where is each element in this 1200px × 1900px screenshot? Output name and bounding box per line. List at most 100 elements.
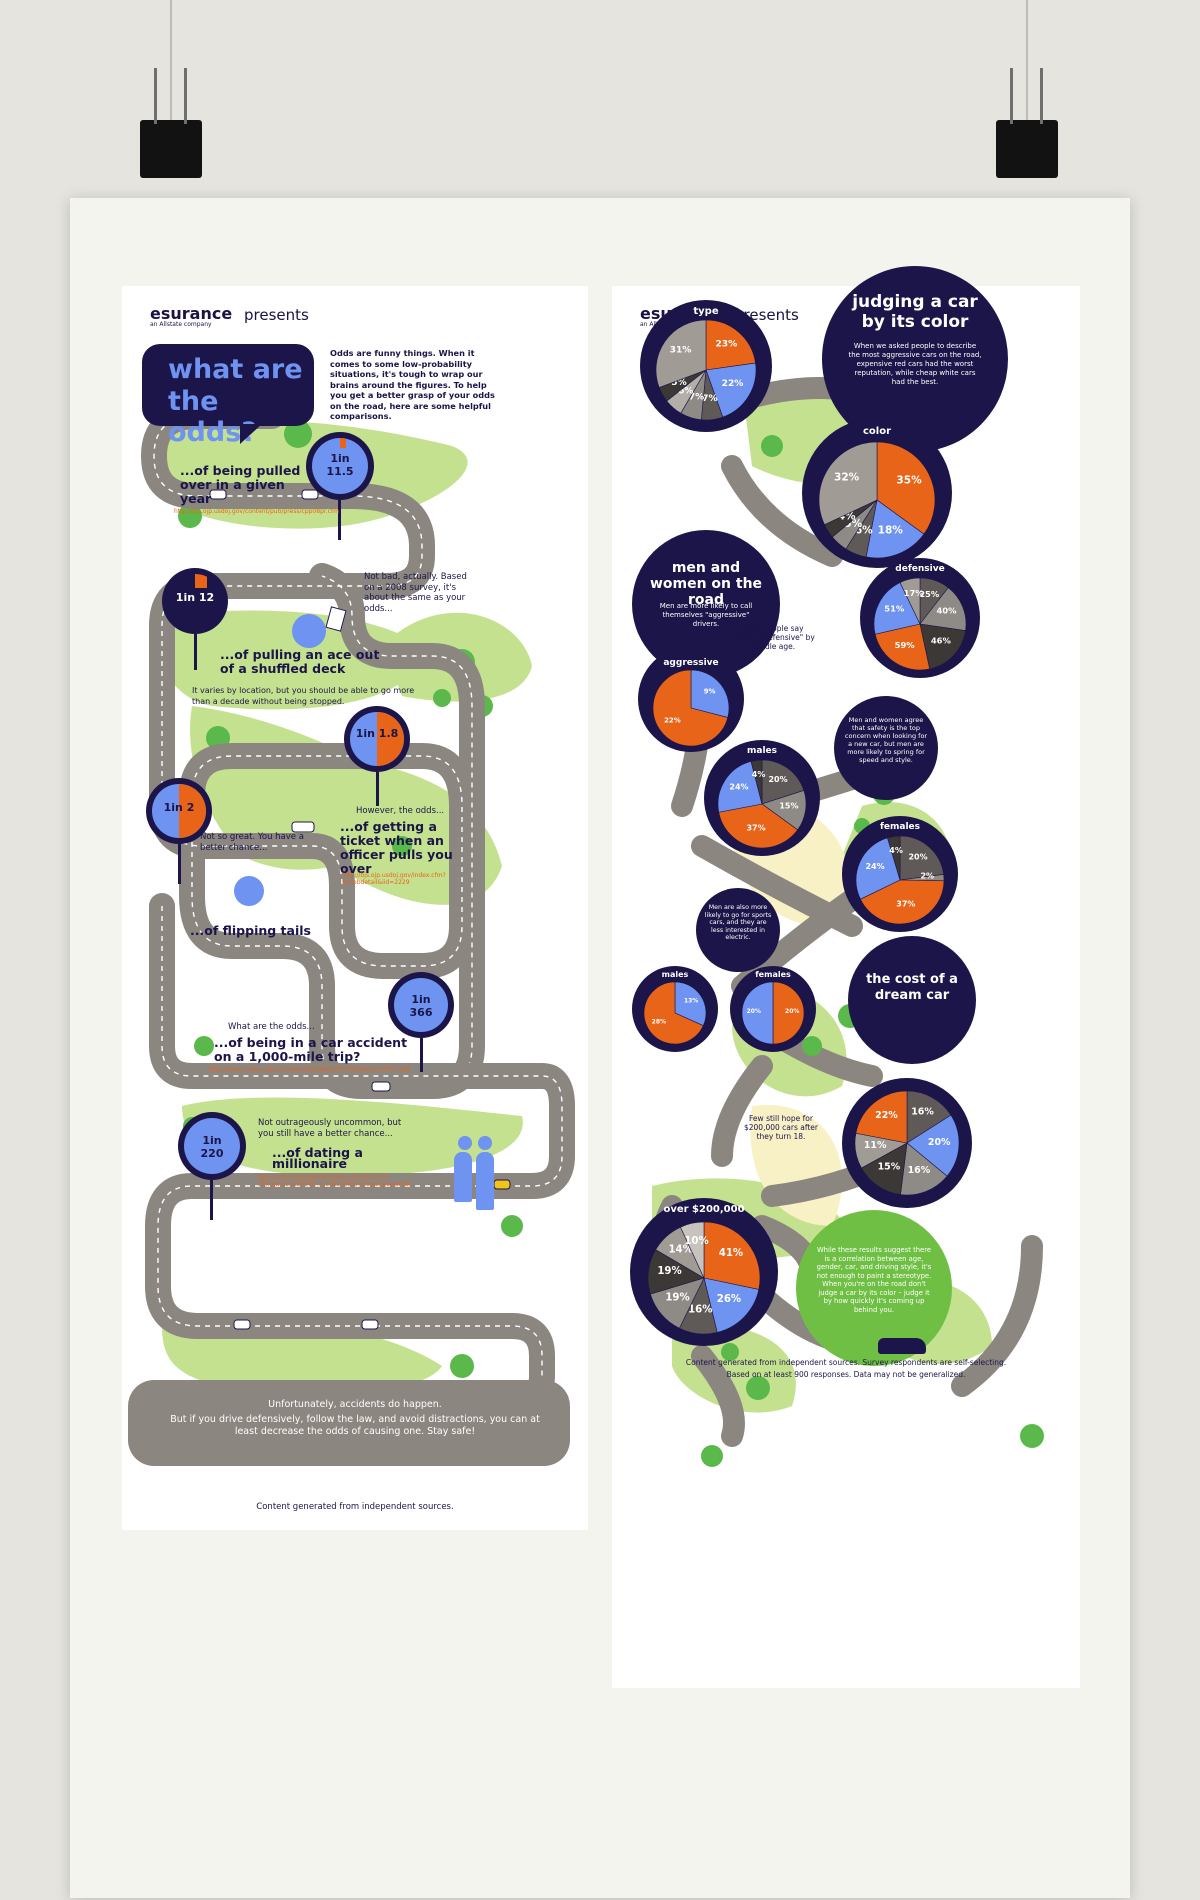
pie-slice-economic bbox=[718, 761, 763, 813]
odds-pin-6-stem bbox=[210, 1180, 213, 1220]
odds-pin-4-label: 1in 2 bbox=[163, 801, 195, 814]
odds-pin-1-stem bbox=[338, 500, 341, 540]
odds-5-source: http://www.census.gov/compendia/statab/2… bbox=[208, 1066, 410, 1073]
pie-value-label: 4% bbox=[752, 770, 766, 779]
pie-slice-sports-car bbox=[644, 982, 704, 1044]
pie-value-label: 32% bbox=[834, 472, 860, 484]
males-pie-chart: 20%15%37%24%4% bbox=[718, 760, 806, 848]
lower-road bbox=[145, 893, 575, 1409]
odds-pin-3-label: 1in 1.8 bbox=[355, 727, 399, 740]
odds-2-title: ...of pulling an ace out of a shuffled d… bbox=[220, 647, 380, 676]
pie-value-label: 5% bbox=[671, 378, 686, 388]
left-binder-clip bbox=[140, 68, 202, 178]
pie-value-label: 51% bbox=[884, 604, 905, 614]
pie-value-label: 2% bbox=[920, 872, 934, 881]
sports-note-bubble bbox=[696, 888, 780, 972]
couple-icon bbox=[454, 1136, 496, 1216]
pie-slice-none bbox=[819, 442, 878, 526]
pie-slice-expensive bbox=[705, 320, 756, 371]
odds-4-note: Not so great. You have a better chance..… bbox=[200, 832, 304, 853]
pie-value-label: 4% bbox=[889, 846, 903, 855]
pie-value-label: 19% bbox=[665, 1292, 689, 1303]
pie-value-label: 16% bbox=[911, 1107, 934, 1118]
odds-1-source: http://bjs.ojp.usdoj.gov/content/pub/pre… bbox=[174, 508, 339, 515]
odds-6-source: http://articles.businessinsider.com/2012… bbox=[258, 1174, 412, 1188]
pie-slice-under-20k bbox=[906, 1091, 952, 1144]
pie-value-label: 46% bbox=[931, 635, 952, 645]
type-chart-title: type bbox=[693, 306, 719, 317]
judging-color-text: When we asked people to describe the mos… bbox=[848, 342, 982, 386]
pie-value-label: 41% bbox=[719, 1248, 743, 1259]
pie-value-label: 4% bbox=[838, 510, 856, 522]
bubble-tail bbox=[240, 424, 262, 444]
defensive-pie-chart: 25%40%46%59%51%17% bbox=[874, 578, 966, 670]
type-pie-chart: 23%22%7%7%6%5%31% bbox=[656, 320, 756, 420]
footer-road-block bbox=[128, 1380, 570, 1466]
odds-2-note: Not bad, actually. Based on a 2008 surve… bbox=[364, 572, 467, 614]
pie-value-label: 10% bbox=[684, 1236, 708, 1247]
odds-pin-3-stem bbox=[376, 772, 379, 806]
pie-value-label: 24% bbox=[729, 782, 748, 791]
pie-value-label: 25% bbox=[919, 589, 940, 599]
pie-value-label: 59% bbox=[895, 640, 916, 650]
aggressive-chart-title: aggressive bbox=[663, 658, 719, 668]
pie-slice-stylish bbox=[899, 836, 944, 881]
odds-2-caption: It varies by location, but you should be… bbox=[192, 686, 415, 706]
odds-pin-5-label: 1in 366 bbox=[409, 993, 433, 1019]
pie-value-label: 35% bbox=[896, 475, 922, 487]
pie-value-label: 14% bbox=[668, 1244, 692, 1255]
pie-value-label: 20% bbox=[768, 775, 787, 784]
pie-slice--200k- bbox=[855, 1091, 908, 1144]
pie-value-label: 17% bbox=[904, 588, 925, 598]
pie-slice-35-44 bbox=[919, 587, 966, 631]
pie-value-label: 23% bbox=[715, 340, 737, 350]
ace-card-person-icon bbox=[292, 614, 326, 648]
pie-slice-none bbox=[656, 320, 707, 388]
pie-value-label: 24% bbox=[865, 862, 884, 871]
intro-text: Odds are funny things. When it comes to … bbox=[330, 348, 495, 421]
pie-slice-18-24 bbox=[703, 1277, 760, 1333]
cars bbox=[209, 489, 511, 1330]
males-electric-pie: 13%28% bbox=[644, 982, 706, 1044]
pie-value-label: 28% bbox=[652, 1018, 666, 1025]
left-string bbox=[170, 0, 172, 130]
odds-4-title: ...of flipping tails bbox=[190, 923, 311, 938]
odds-1-title: ...of being pulled over in a given year bbox=[180, 463, 301, 506]
safety-note-bubble bbox=[834, 696, 938, 800]
right-binder-clip bbox=[996, 68, 1058, 178]
conclusion-bubble bbox=[796, 1210, 952, 1366]
pie-value-label: 18% bbox=[878, 524, 904, 536]
defensive-chart-title: defensive bbox=[895, 564, 945, 574]
pie-value-label: 37% bbox=[896, 900, 915, 909]
pie-value-label: 15% bbox=[878, 1162, 901, 1173]
footer-line-1: Unfortunately, accidents do happen. bbox=[268, 1399, 442, 1410]
pie-slice-electric-hybrid bbox=[674, 982, 706, 1027]
pie-slice-women bbox=[690, 670, 729, 718]
pie-slice-age-65- bbox=[874, 582, 921, 635]
pie-value-label: 9% bbox=[704, 688, 716, 696]
males-electric-title: males bbox=[661, 970, 689, 979]
left-credit: Content generated from independent sourc… bbox=[256, 1502, 454, 1512]
pie-value-label: 16% bbox=[688, 1305, 712, 1316]
judging-color-title: judging a car by its color bbox=[852, 292, 978, 332]
odds-6-title: ...of dating a millionaire bbox=[272, 1145, 363, 1171]
females-electric-pie: 20%20% bbox=[742, 982, 804, 1044]
odds-pin-4-face bbox=[152, 784, 206, 838]
females-pie-chart: 20%2%37%24%4% bbox=[856, 836, 944, 924]
pie-value-label: 16% bbox=[908, 1165, 931, 1176]
sad-person-icon bbox=[234, 876, 264, 906]
pie-value-label: 11% bbox=[864, 1140, 887, 1151]
over-200k-pie: 41%26%16%19%19%14%10% bbox=[648, 1222, 760, 1334]
aggressive-pie-chart: 9% 22% bbox=[653, 670, 729, 746]
odds-pin-6-face bbox=[184, 1118, 240, 1174]
pie-slice-45-54 bbox=[919, 623, 966, 670]
pie-slice-safety bbox=[860, 879, 944, 924]
pie-slice-safety bbox=[718, 803, 799, 848]
pie-value-label: 22% bbox=[664, 716, 681, 724]
pie-slice--20k-40k bbox=[906, 1114, 959, 1177]
odds-pin-2-face bbox=[168, 574, 222, 628]
pie-slice--40k-60k bbox=[900, 1142, 948, 1195]
footer-line-2: But if you drive defensively, follow the… bbox=[170, 1414, 540, 1437]
